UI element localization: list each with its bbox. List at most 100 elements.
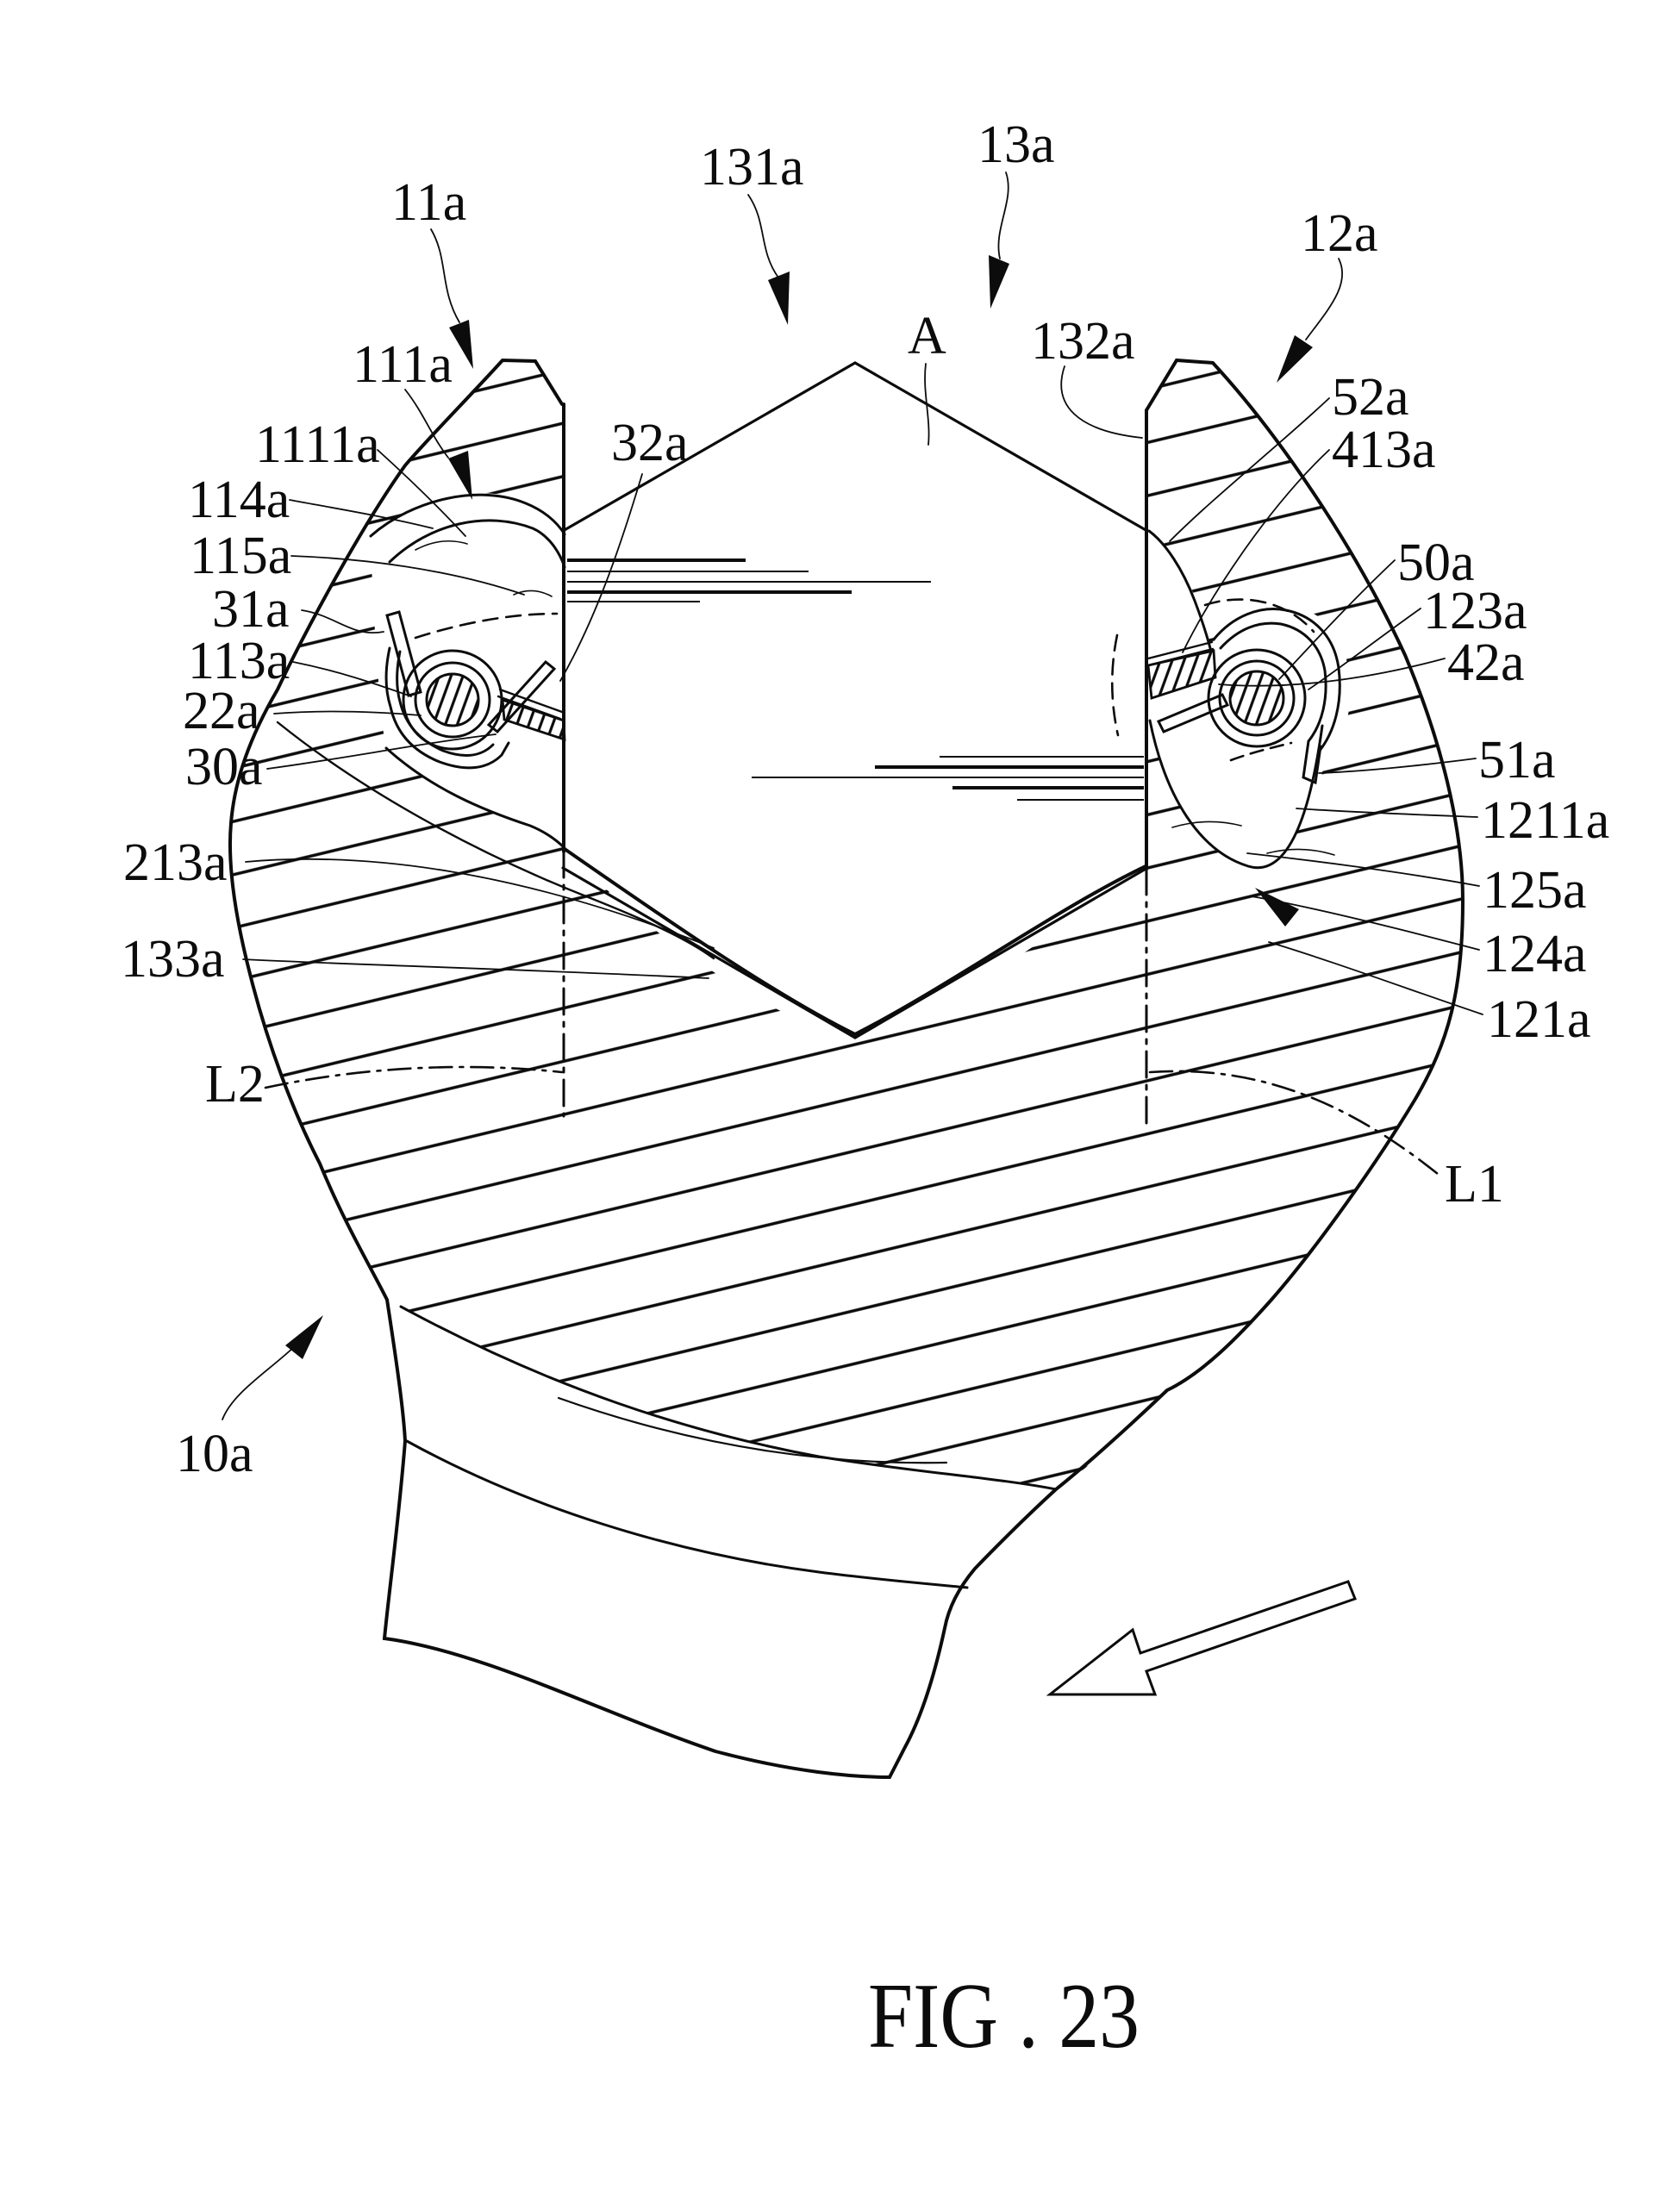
arrowhead-124a-surface	[1255, 888, 1299, 927]
label-31a: 31a	[212, 580, 290, 639]
wisp-left-pocket	[513, 590, 553, 597]
label-L1: L1	[1445, 1155, 1504, 1214]
leader-132a	[1060, 365, 1143, 439]
figure-caption: FIG . 23	[868, 1965, 1140, 2068]
wisp-left-dome	[415, 540, 468, 551]
label-30a: 30a	[185, 738, 263, 796]
label-51a: 51a	[1478, 731, 1556, 789]
leader-L1	[1148, 1070, 1440, 1176]
leader-13a	[997, 172, 1009, 259]
label-1211a: 1211a	[1481, 791, 1609, 850]
leader-121a	[1268, 941, 1483, 1015]
neck-band-lower-curve	[405, 1439, 969, 1589]
leader-12a	[1305, 258, 1344, 340]
left-hidden-slot-dashed	[414, 612, 559, 640]
leader-123a	[1308, 608, 1421, 690]
right-hidden-bottom-dashed	[1229, 741, 1293, 762]
leader-413a	[1182, 449, 1330, 653]
leader-114a	[289, 499, 434, 529]
left-body-contour	[276, 721, 715, 960]
leader-50a	[1278, 559, 1396, 680]
leader-A	[924, 363, 930, 446]
label-52a: 52a	[1332, 368, 1409, 427]
label-124a: 124a	[1483, 925, 1587, 983]
right-roller-inner-ring	[1218, 659, 1296, 737]
rotation-direction-arrow	[1046, 1580, 1357, 1696]
arrowhead-12a	[1277, 335, 1313, 383]
mouth-bottom-left-surface	[563, 847, 857, 1036]
leader-213a	[245, 858, 715, 949]
right-hidden-top-dashed	[1203, 598, 1315, 633]
right-cage-outer	[1212, 608, 1341, 753]
right-pawl-strip	[1156, 693, 1230, 733]
label-50a: 50a	[1397, 534, 1475, 592]
leader-131a	[747, 194, 779, 278]
label-132a: 132a	[1031, 312, 1135, 371]
label-131a: 131a	[700, 138, 804, 197]
arrowhead-10a	[285, 1315, 323, 1359]
label-111a: 111a	[353, 335, 453, 394]
hex-flat-sheen-lines	[567, 558, 1144, 801]
right-roller-outer-ring	[1207, 648, 1307, 748]
label-121a: 121a	[1487, 990, 1591, 1049]
leader-lines	[222, 172, 1483, 1420]
leader-1111a	[377, 449, 466, 537]
hex-nut-top-edges	[561, 361, 1149, 533]
right-cage-finger	[1302, 739, 1322, 785]
neck-band-sliver	[557, 1396, 948, 1464]
label-12a: 12a	[1301, 204, 1378, 263]
left-pocket-dome-outer	[369, 493, 566, 538]
label-A: A	[908, 307, 946, 365]
right-pocket-dome	[1147, 529, 1212, 650]
leader-10a	[222, 1345, 296, 1420]
right-wedge-block	[1146, 649, 1217, 700]
right-jaw-mechanism	[1110, 529, 1341, 870]
leader-30a	[266, 733, 497, 770]
left-pocket-bottom	[384, 746, 566, 850]
left-pocket-dome-inner	[388, 519, 566, 569]
leader-L2	[264, 1065, 564, 1089]
label-13a: 13a	[977, 115, 1055, 174]
leader-22a	[273, 710, 422, 716]
label-10a: 10a	[176, 1425, 253, 1483]
surface-wisps	[415, 540, 1335, 856]
left-pin-core	[425, 672, 480, 727]
arrowhead-131a	[768, 271, 790, 325]
left-jaw-pocket	[371, 493, 565, 847]
leader-133a	[242, 958, 709, 979]
leader-11a	[430, 228, 460, 323]
right-cage-inner	[1219, 621, 1327, 743]
leader-115a	[290, 555, 525, 596]
leader-113a	[292, 661, 412, 697]
neck-band-upper-curve	[399, 1305, 1058, 1491]
leader-1211a	[1296, 808, 1478, 818]
left-roller-inner-ring	[414, 661, 491, 739]
left-wedge-block	[501, 697, 566, 741]
leader-51a	[1318, 758, 1477, 774]
label-22a: 22a	[183, 682, 260, 740]
right-pocket-cam-curve	[1148, 719, 1324, 870]
left-pawl-strip	[486, 659, 557, 734]
label-125a: 125a	[1483, 861, 1587, 920]
leader-42a	[1218, 658, 1446, 687]
label-42a: 42a	[1447, 633, 1525, 692]
label-413a: 413a	[1332, 421, 1436, 479]
wisp-right-pocket-1	[1171, 821, 1242, 828]
hex-nut-bottom-edges	[561, 866, 1149, 1039]
label-114a: 114a	[188, 471, 290, 529]
mouth-bottom-right-surface	[853, 864, 1147, 1036]
label-32a: 32a	[611, 414, 689, 472]
label-213a: 213a	[123, 833, 228, 892]
label-133a: 133a	[121, 930, 225, 989]
right-pin-core	[1228, 670, 1285, 727]
leader-111a	[404, 389, 449, 459]
arrowhead-11a	[449, 320, 473, 369]
mouth-opening	[565, 259, 1145, 1034]
arrowhead-13a	[989, 255, 1009, 309]
reference-labels: 11a 111a 1111a 114a 115a 31a 113a 22a 30…	[121, 115, 1609, 1483]
left-cage-inner	[396, 650, 495, 757]
label-123a: 123a	[1423, 582, 1527, 640]
wrench-outline	[228, 358, 1465, 1780]
label-113a: 113a	[188, 632, 290, 690]
